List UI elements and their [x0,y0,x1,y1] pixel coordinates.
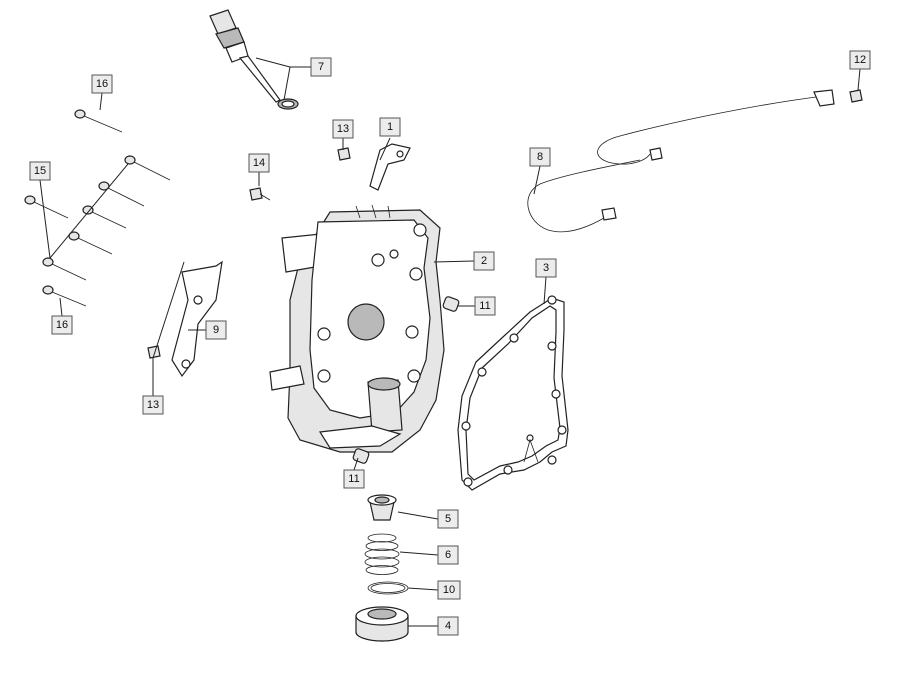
svg-text:15: 15 [34,165,46,177]
svg-text:9: 9 [213,324,219,336]
callout-7: 7 [310,57,332,77]
crankcase-cover-part [269,204,445,453]
callout-1: 1 [379,117,401,137]
callout-6: 6 [437,545,459,565]
callout-3: 3 [535,258,557,278]
cap-part [355,606,409,642]
screw-part-14 [249,187,271,201]
svg-text:13: 13 [147,399,159,411]
svg-text:7: 7 [318,61,324,73]
svg-text:2: 2 [481,255,487,267]
screw-part-12 [849,89,863,103]
callout-10: 10 [437,580,461,600]
svg-text:5: 5 [445,513,451,525]
callout-5: 5 [437,509,459,529]
callout-14: 14 [248,153,270,173]
spring-part [364,533,400,575]
svg-text:3: 3 [543,262,549,274]
svg-text:4: 4 [445,620,451,632]
callout-16-top: 16 [91,74,113,94]
callout-8: 8 [529,147,551,167]
callout-15: 15 [29,161,51,181]
svg-text:8: 8 [537,151,543,163]
bracket-part [369,143,411,191]
svg-text:11: 11 [348,473,359,485]
callout-13-top: 13 [332,119,354,139]
dowel-part-upper [442,296,460,312]
o-ring-part [367,581,409,595]
screw-part-13-left [147,345,161,359]
dipstick-part [209,9,299,110]
svg-text:16: 16 [56,319,68,331]
callout-9: 9 [205,320,227,340]
cable-part [527,89,835,233]
strainer-part [367,494,397,521]
callout-2: 2 [473,251,495,271]
callout-16-bottom: 16 [51,315,73,335]
svg-text:10: 10 [443,584,455,596]
gasket-part [457,295,569,491]
svg-text:6: 6 [445,549,451,561]
screw-part-13-top [337,147,351,161]
bolt-group [24,109,171,307]
leader-lines [39,57,861,627]
svg-text:16: 16 [96,78,108,90]
svg-text:1: 1 [387,121,393,133]
bracket-plate-part [171,260,223,378]
svg-text:11: 11 [479,300,490,312]
callout-11-upper: 11 [474,296,496,316]
callout-12: 12 [849,50,871,70]
callout-4: 4 [437,616,459,636]
svg-text:13: 13 [337,123,349,135]
callout-11-lower: 11 [343,469,365,489]
callout-13-left: 13 [142,395,164,415]
svg-text:12: 12 [854,54,866,66]
svg-text:14: 14 [253,157,265,169]
